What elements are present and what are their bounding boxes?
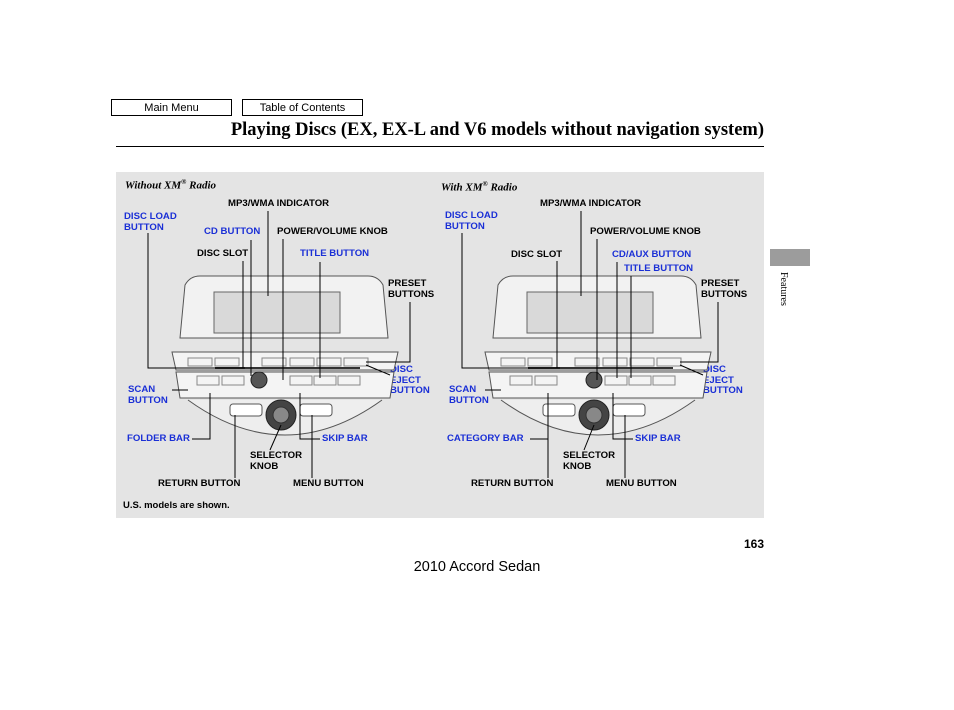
left-label-disc-slot: DISC SLOT (197, 248, 249, 259)
subtitle-with-xm: With XM® Radio (441, 180, 518, 194)
right-label-mp3-indicator: MP3/WMA INDICATOR (540, 198, 642, 209)
left-label-power-volume-knob: POWER/VOLUME KNOB (277, 226, 388, 237)
side-section-label: Features (778, 272, 789, 306)
left-label-cd-button: CD BUTTON (204, 226, 261, 237)
left-label-folder-bar: FOLDER BAR (127, 433, 190, 444)
page-number: 163 (743, 537, 764, 551)
table-of-contents-button[interactable]: Table of Contents (242, 99, 363, 116)
page-title: Playing Discs (EX, EX-L and V6 models wi… (230, 120, 764, 140)
left-label-menu-button: MENU BUTTON (293, 478, 364, 489)
left-label-skip-bar: SKIP BAR (322, 433, 368, 444)
audio-figure-panel (116, 172, 764, 518)
right-label-title-button: TITLE BUTTON (624, 263, 694, 274)
right-label-skip-bar: SKIP BAR (635, 433, 681, 444)
right-label-cd-aux-button: CD/AUX BUTTON (612, 249, 692, 260)
footer-model: 2010 Accord Sedan (413, 559, 541, 575)
figure-note: U.S. models are shown. (123, 500, 230, 511)
left-label-title-button: TITLE BUTTON (300, 248, 370, 259)
main-menu-button[interactable]: Main Menu (111, 99, 232, 116)
section-tab-marker (770, 249, 810, 266)
title-divider (116, 146, 764, 147)
right-label-return-button: RETURN BUTTON (471, 478, 554, 489)
right-label-disc-slot: DISC SLOT (511, 249, 563, 260)
right-label-category-bar: CATEGORY BAR (447, 433, 524, 444)
left-label-mp3-indicator: MP3/WMA INDICATOR (228, 198, 330, 209)
right-label-power-volume-knob: POWER/VOLUME KNOB (590, 226, 701, 237)
subtitle-without-xm: Without XM® Radio (125, 178, 217, 192)
left-label-return-button: RETURN BUTTON (158, 478, 241, 489)
right-label-menu-button: MENU BUTTON (606, 478, 677, 489)
